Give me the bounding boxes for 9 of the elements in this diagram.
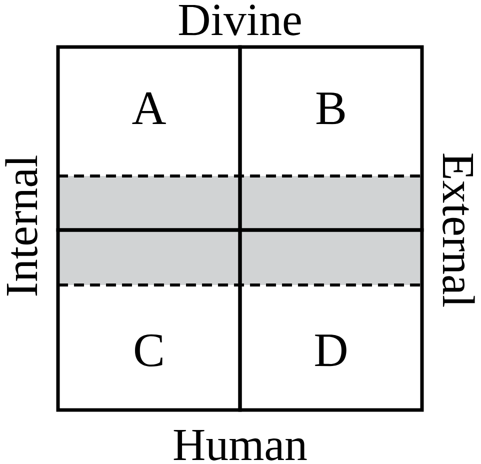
axis-label: Internal: [5, 156, 38, 296]
axis-label: Human: [174, 430, 307, 460]
shaded-band: [58, 174, 422, 286]
quadrant-cell: A: [56, 45, 242, 232]
axis-label: External: [442, 154, 475, 307]
quadrant-cell: C: [56, 228, 242, 412]
quadrant-cell: B: [238, 45, 424, 232]
axis-label: Divine: [178, 4, 301, 36]
quadrant-cell: D: [238, 228, 424, 412]
